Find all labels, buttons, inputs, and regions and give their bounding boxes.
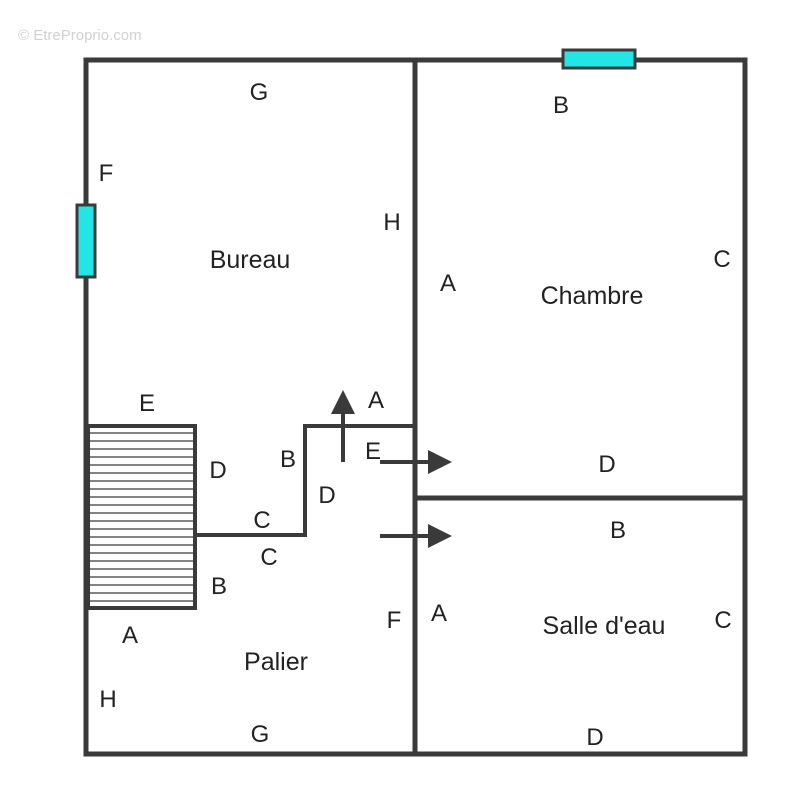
bureau-wall-label-h: H bbox=[383, 209, 400, 236]
salle-wall-label-c: C bbox=[714, 607, 731, 634]
room-name-palier: Palier bbox=[244, 648, 308, 676]
chambre-wall-label-c: C bbox=[713, 246, 730, 273]
chambre-wall-label-b: B bbox=[553, 92, 569, 119]
arrow-right-icon bbox=[380, 524, 452, 548]
bureau-wall-label-e: E bbox=[139, 390, 155, 417]
chambre-wall-label-d: D bbox=[598, 451, 615, 478]
watermark-text: © EtreProprio.com bbox=[18, 27, 142, 44]
chambre-wall-label-a: A bbox=[440, 270, 456, 297]
salle-wall-label-b: B bbox=[610, 517, 626, 544]
room-name-salle-deau: Salle d'eau bbox=[543, 612, 666, 640]
palier-wall-label-h: H bbox=[99, 686, 116, 713]
palier-wall-label-f: F bbox=[387, 607, 402, 634]
bureau-wall-label-a: A bbox=[368, 387, 384, 414]
staircase bbox=[86, 424, 197, 610]
palier-wall-label-d: D bbox=[318, 482, 335, 509]
palier-wall-label-e: E bbox=[365, 438, 381, 465]
bureau-wall-label-g: G bbox=[250, 79, 269, 106]
palier-wall-label-b: B bbox=[211, 573, 227, 600]
palier-wall-label-g: G bbox=[251, 721, 270, 748]
salle-wall-label-d: D bbox=[586, 724, 603, 751]
chambre-window bbox=[561, 48, 637, 70]
room-name-chambre: Chambre bbox=[541, 282, 644, 310]
palier-wall-label-c: C bbox=[260, 544, 277, 571]
bureau-window bbox=[75, 203, 97, 279]
salle-wall-label-a: A bbox=[431, 600, 447, 627]
arrow-right-icon bbox=[380, 450, 452, 474]
bureau-palier-partition-wall bbox=[195, 424, 415, 537]
bureau-wall-label-c: C bbox=[253, 507, 270, 534]
room-name-bureau: Bureau bbox=[210, 246, 291, 274]
bureau-wall-label-f: F bbox=[99, 160, 114, 187]
bureau-wall-label-b: B bbox=[280, 446, 296, 473]
palier-wall-label-a: A bbox=[122, 622, 138, 649]
arrow-up-icon bbox=[331, 390, 355, 462]
bureau-wall-label-d: D bbox=[209, 457, 226, 484]
